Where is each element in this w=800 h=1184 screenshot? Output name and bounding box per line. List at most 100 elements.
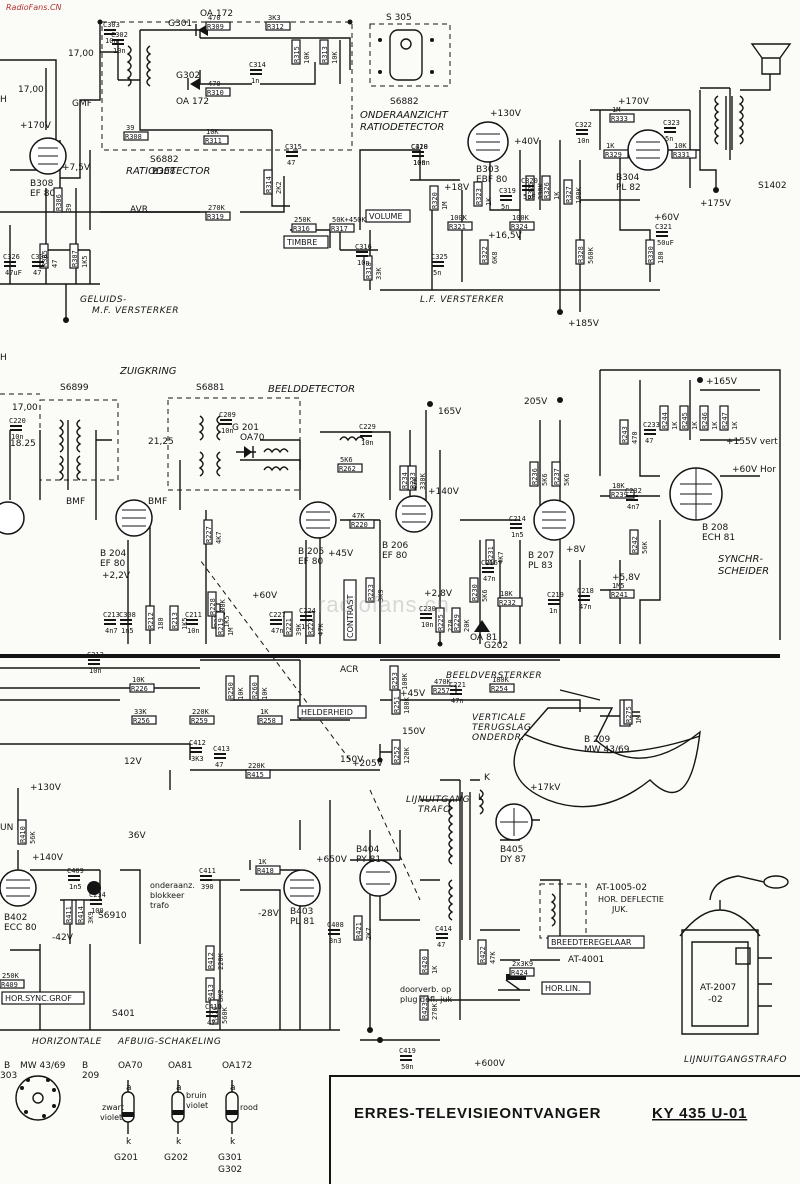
resistor-value: 6K8 — [491, 251, 499, 264]
resistor-value: 1M — [635, 716, 643, 724]
capacitor-id: C216 — [481, 559, 498, 567]
resistor-value: 470K — [434, 678, 452, 686]
resistor-value: 180K — [492, 676, 510, 684]
resistor-id: R256 — [133, 717, 150, 725]
freq-1825: 18.25 — [10, 439, 36, 449]
resistor-value: 5K6 — [481, 589, 489, 602]
coil-s6882-b: S6882 — [390, 97, 419, 107]
capacitor-id: C209 — [219, 411, 236, 419]
center-watermark: radiofans.cn — [318, 592, 450, 617]
resistor-id: R318 — [365, 262, 373, 279]
resistor-id: R422 — [479, 946, 487, 963]
v165-lf: +16,5V — [488, 231, 523, 241]
resistor-id: R323 — [475, 188, 483, 205]
capacitor-id: C322 — [575, 121, 592, 129]
resistor-id: R246 — [701, 412, 709, 429]
diode-oa172-b: OA 172 — [176, 97, 209, 107]
v175: +175V — [700, 199, 732, 209]
v12: 12V — [124, 757, 142, 767]
resistor-id: R259 — [191, 717, 208, 725]
resistor-value: 5K6 — [563, 473, 571, 486]
legend-pin-a-1: a — [126, 1083, 132, 1093]
tube-b209-type: MW 43/69 — [584, 745, 630, 755]
capacitor-id: C234 — [89, 891, 106, 899]
tube-b404-type: PY 81 — [356, 855, 381, 865]
capacitor-value: 3n3 — [329, 937, 342, 945]
legend-violet-1: violet — [100, 1113, 122, 1122]
legend-mw-209: 209 — [82, 1071, 99, 1081]
capacitor-id: C233 — [643, 421, 660, 429]
label-onderaanz-3: trafo — [150, 901, 169, 910]
label-horizontale-2: AFBUIG-SCHAKELING — [117, 1037, 221, 1047]
resistor-id: R316 — [293, 225, 310, 233]
resistor-value: 1K — [553, 191, 561, 200]
resistor-value: 180 — [657, 251, 665, 264]
labels: H H GMF RATIODETECTOR S6882 S6882 S 305 … — [0, 9, 787, 1175]
resistor-id: R243 — [621, 426, 629, 443]
capacitor-value: 390 — [201, 883, 214, 891]
tube-b403-type: PL 81 — [290, 917, 315, 927]
resistor-value: 330K — [419, 472, 427, 490]
legend-pin-k-3: k — [230, 1137, 236, 1147]
capacitor-id: C213 — [103, 611, 120, 619]
resistor-value: 100K — [575, 186, 583, 204]
resistor-id: R232 — [499, 599, 516, 607]
capacitor-value: 5n — [665, 135, 673, 143]
resistor-value: 1K5 — [81, 255, 89, 268]
tube-b207-name: B 207 — [528, 551, 554, 561]
capacitor-value: 10n — [11, 433, 24, 441]
freq-17-c: 17,00 — [12, 403, 38, 413]
resistor-id: R244 — [661, 412, 669, 429]
capacitor-id: C303 — [103, 21, 120, 29]
resistor-value: 1K — [711, 421, 719, 430]
resistor-id: R247 — [721, 412, 729, 429]
tube-b308-type: EF 80 — [30, 189, 55, 199]
tube-b204-type: EF 80 — [100, 559, 125, 569]
resistor-value: 33K — [375, 267, 383, 280]
capacitor-value: 1n — [549, 607, 557, 615]
resistor-id: R314 — [265, 176, 273, 193]
capacitor-value: 10n — [577, 137, 590, 145]
capacitor-id: C318 — [411, 143, 428, 151]
resistor-id: R260 — [251, 682, 259, 699]
tube-b402 — [0, 869, 37, 907]
resistor-value: 1K — [258, 858, 267, 866]
boxed-at-1005: AT-1005-02 — [596, 883, 647, 893]
resistor-value: 10K — [261, 687, 269, 700]
resistor-id: R253 — [391, 672, 399, 689]
capacitor-id: C232 — [625, 487, 642, 495]
title-frame — [329, 1075, 800, 1184]
diode-g201-label: G 201 — [232, 423, 259, 433]
crt-pin-diagram — [15, 1075, 61, 1121]
capacitor-value: 10n — [187, 627, 200, 635]
boxed-at-4001: AT-4001 — [568, 955, 604, 965]
capacitor-id: C319 — [499, 187, 516, 195]
legend-oa172: OA172 — [222, 1061, 252, 1071]
capacitor-id: C221 — [449, 681, 466, 689]
resistor-value: 270K — [431, 1002, 439, 1020]
capacitor-value: 10n — [89, 667, 102, 675]
